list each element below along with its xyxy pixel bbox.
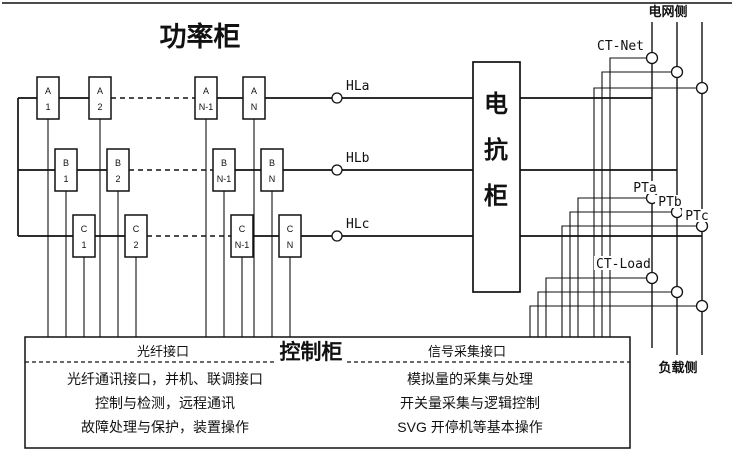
module-box-b2 — [106, 148, 130, 192]
pta-signal — [577, 197, 652, 337]
module-box-cn — [278, 214, 302, 258]
module-label: 1 — [81, 240, 86, 250]
load-side-label: 负载侧 — [658, 360, 697, 375]
fiber-function-line: 故障处理与保护，装置操作 — [81, 419, 249, 435]
module-label: 2 — [115, 174, 120, 184]
ct-net-signal-2 — [601, 71, 677, 337]
hlc-label: HLc — [346, 217, 369, 232]
ptc-signal — [561, 225, 702, 337]
signal-function-line: SVG 开停机等基本操作 — [397, 419, 542, 435]
module-label: B — [269, 158, 275, 168]
module-box-c2 — [124, 214, 148, 258]
module-label: N-1 — [199, 102, 214, 112]
ct-load-signal-2 — [537, 291, 677, 337]
reactor-cabinet-label: 柜 — [484, 183, 508, 210]
module-label: A — [203, 86, 209, 96]
module-box-an — [242, 76, 266, 120]
ct-net-circle-1 — [645, 51, 659, 65]
ptc-label-bg — [682, 209, 712, 222]
ct-load-circle-3 — [695, 299, 709, 313]
ct-net-signal-3 — [593, 87, 702, 337]
ct-net-label: CT-Net — [597, 39, 644, 54]
module-label: N-1 — [217, 174, 232, 184]
fiber-function-line: 光纤通讯接口，并机、联调接口 — [67, 371, 263, 387]
power-cabinet-title: 功率柜 — [160, 21, 241, 52]
ct-load-circle-2 — [670, 285, 684, 299]
module-label: C — [239, 224, 246, 234]
module-box-an1 — [194, 76, 218, 120]
ptb-signal — [569, 211, 677, 337]
ct-load-label: CT-Load — [596, 257, 651, 272]
module-box-cn1 — [230, 214, 254, 258]
module-box-bn — [260, 148, 284, 192]
hlb-label: HLb — [346, 151, 370, 166]
module-box-a2 — [88, 76, 112, 120]
reactor-cabinet-box — [472, 61, 521, 293]
module-label: B — [115, 158, 121, 168]
module-label: B — [63, 158, 69, 168]
ptb-label-bg — [655, 195, 685, 208]
module-box-a1 — [36, 76, 60, 120]
signal-interface-header: 信号采集接口 — [428, 344, 506, 359]
ct-net-circle-2 — [670, 65, 684, 79]
module-label: 2 — [133, 240, 138, 250]
module-label: 1 — [45, 102, 50, 112]
ct-net-signal-1 — [609, 57, 652, 337]
hla-indicator — [331, 92, 343, 104]
hlb-indicator — [331, 164, 343, 176]
module-label: N-1 — [235, 240, 250, 250]
hla-label: HLa — [346, 79, 369, 94]
ct-load-label-bg — [594, 256, 650, 270]
control-title-bg — [276, 339, 346, 364]
ct-net-circle-3 — [695, 81, 709, 95]
signal-function-line: 模拟量的采集与处理 — [407, 371, 533, 387]
hlc-indicator — [331, 230, 343, 242]
module-label: A — [97, 86, 103, 96]
module-box-bn1 — [212, 148, 236, 192]
ptc-label: PTc — [685, 209, 708, 224]
module-label: A — [45, 86, 51, 96]
fiber-function-line: 控制与检测，远程通讯 — [95, 395, 235, 411]
reactor-cabinet-label: 抗 — [484, 136, 508, 164]
module-label: C — [287, 224, 294, 234]
signal-function-line: 开关量采集与逻辑控制 — [400, 395, 540, 411]
control-cabinet-title: 控制柜 — [280, 340, 343, 364]
module-label: 1 — [63, 174, 68, 184]
module-label: B — [221, 158, 227, 168]
reactor-cabinet-label: 电 — [484, 91, 508, 118]
pta-label: PTa — [633, 181, 656, 196]
module-label: 2 — [97, 102, 102, 112]
ptb-label: PTb — [658, 195, 682, 210]
pta-label-bg — [630, 181, 660, 194]
module-label: C — [81, 224, 88, 234]
module-box-c1 — [72, 214, 96, 258]
ct-load-signal-3 — [529, 305, 702, 337]
grid-side-label: 电网侧 — [648, 4, 687, 19]
module-label: N — [269, 174, 276, 184]
fiber-interface-header: 光纤接口 — [137, 344, 189, 359]
module-label: A — [251, 86, 257, 96]
ct-load-circle-1 — [645, 271, 659, 285]
module-box-b1 — [54, 148, 78, 192]
module-label: N — [287, 240, 294, 250]
module-label: N — [251, 102, 258, 112]
module-label: C — [133, 224, 140, 234]
ct-load-signal-1 — [545, 277, 652, 337]
